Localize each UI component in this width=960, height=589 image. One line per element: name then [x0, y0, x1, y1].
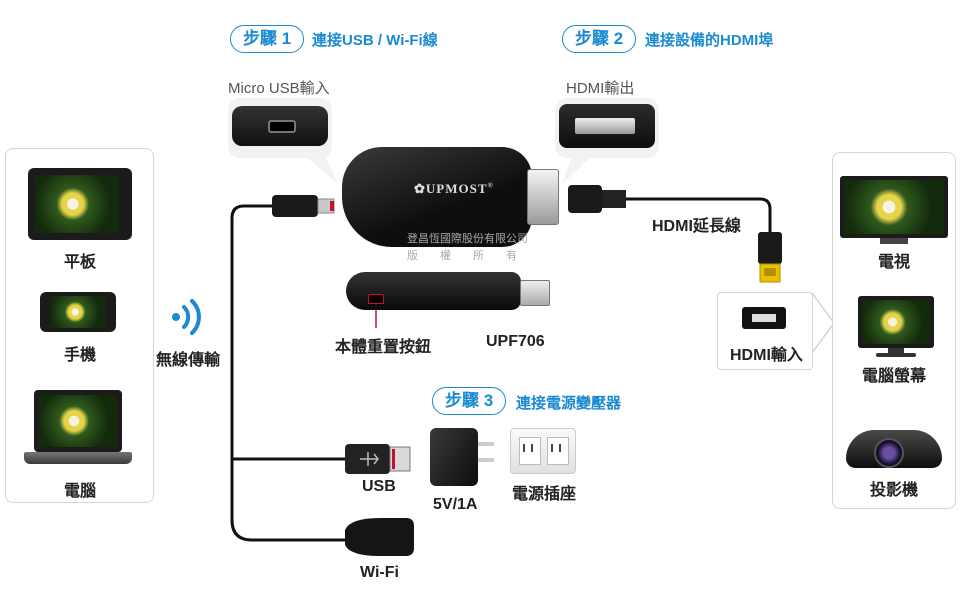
tablet-icon — [28, 168, 132, 240]
reset-button-label: 本體重置按鈕 — [335, 339, 432, 356]
tablet-label: 平板 — [64, 254, 97, 271]
flower-logo-icon: ✿ — [414, 181, 426, 196]
dongle-side-view — [346, 272, 551, 312]
step-2-badge: 步驟 2 — [562, 25, 637, 53]
reset-button — [368, 294, 384, 304]
outlet-label: 電源插座 — [512, 486, 577, 503]
model-label: UPF706 — [486, 333, 545, 350]
hdmi-extension-label: HDMI延長線 — [652, 218, 741, 235]
step-3-desc: 連接電源變壓器 — [516, 395, 622, 412]
step-1-desc: 連接USB / Wi-Fi線 — [312, 32, 438, 49]
hdmi-output-label: HDMI輸出 — [566, 80, 635, 97]
brand-logo: UPMOST — [425, 181, 488, 196]
hdmi-dongle: ✿UPMOST® — [342, 147, 562, 247]
phone-icon — [40, 292, 116, 332]
laptop-icon — [24, 390, 132, 468]
computer-label: 電腦 — [64, 483, 97, 500]
usb-label: USB — [362, 478, 396, 495]
wifi-label: Wi-Fi — [360, 564, 399, 581]
projector-label: 投影機 — [870, 482, 919, 499]
step-3-badge: 步驟 3 — [432, 387, 507, 415]
micro-usb-input-label: Micro USB輸入 — [228, 80, 330, 97]
step-1-badge: 步驟 1 — [230, 25, 305, 53]
watermark-line2: 版 權 所 有 — [407, 250, 517, 262]
wireless-signal-icon — [170, 297, 210, 337]
tv-label: 電視 — [878, 254, 911, 271]
monitor-label: 電腦螢幕 — [862, 368, 927, 385]
micro-usb-callout — [228, 98, 332, 158]
tv-icon — [840, 176, 948, 244]
phone-label: 手機 — [64, 347, 97, 364]
projector-icon — [846, 420, 942, 470]
power-outlet-icon — [510, 428, 576, 474]
step-2-desc: 連接設備的HDMI埠 — [645, 32, 774, 49]
hdmi-input-box: HDMI輸入 — [717, 292, 813, 370]
hdmi-callout — [555, 98, 659, 158]
hdmi-input-label: HDMI輸入 — [730, 347, 803, 364]
watermark-line1: 登昌恆國際股份有限公司 — [407, 233, 528, 245]
hdmi-port-icon — [742, 307, 786, 329]
adapter-spec-label: 5V/1A — [433, 496, 478, 513]
monitor-icon — [858, 296, 934, 358]
power-adapter-icon — [430, 428, 500, 488]
wireless-label: 無線傳輸 — [156, 352, 221, 369]
